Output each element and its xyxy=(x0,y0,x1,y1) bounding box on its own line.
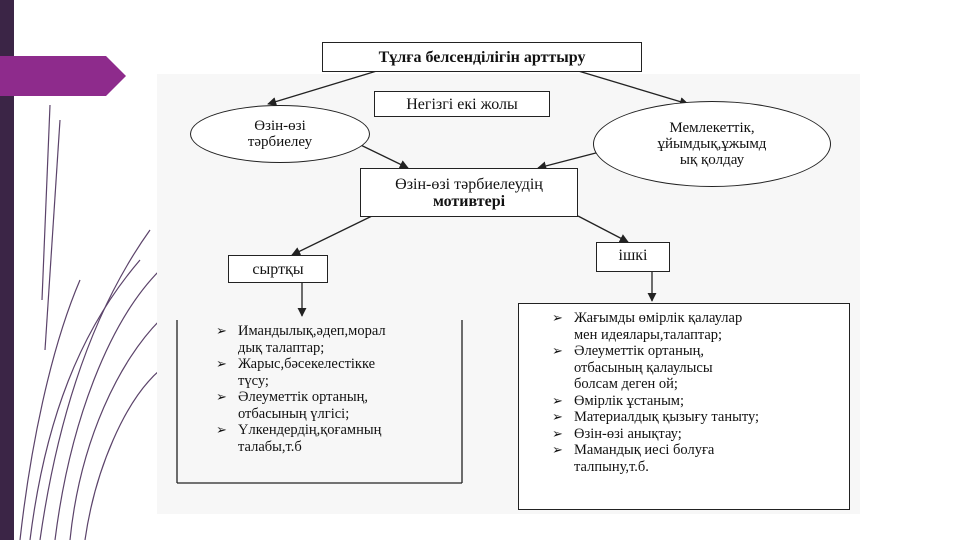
title-box: Тұлға белсенділігін арттыру xyxy=(322,42,642,72)
list-item: ➢Материалдық қызығу таныту; xyxy=(552,409,760,425)
motives-line1: Өзін-өзі тәрбиелеудің xyxy=(395,175,543,193)
bullet-arrow-icon: ➢ xyxy=(552,442,563,457)
bullet-arrow-icon: ➢ xyxy=(552,392,563,408)
list-item: ➢Өзін-өзі анықтау; xyxy=(552,425,682,442)
subtitle-text: Негізгі екі жолы xyxy=(406,95,518,113)
bullet-arrow-icon: ➢ xyxy=(216,356,227,371)
internal-motives-box xyxy=(518,303,850,510)
motives-box: Өзін-өзі тәрбиелеудің мотивтері xyxy=(360,168,578,217)
ellipse-right-line3: ық қолдау xyxy=(679,152,745,168)
sidebar-strip xyxy=(0,0,14,540)
internal-label: ішкі xyxy=(618,247,648,264)
ellipse-right-line2: ұйымдық,ұжымд xyxy=(657,136,767,152)
list-item: ➢Өмірлік ұстаным; xyxy=(552,392,685,409)
external-label-box: сыртқы xyxy=(228,255,328,283)
decorative-lines xyxy=(19,104,160,540)
bullet-arrow-icon: ➢ xyxy=(552,343,563,358)
self-education-ellipse: Өзін-өзі тәрбиелеу xyxy=(190,105,370,163)
accent-arrow-tab xyxy=(0,56,126,96)
internal-label-box: ішкі xyxy=(596,242,670,272)
ellipse-left-line2: тәрбиелеу xyxy=(247,134,313,150)
state-support-ellipse: Мемлекеттік, ұйымдық,ұжымд ық қолдау xyxy=(593,101,831,187)
subtitle-box: Негізгі екі жолы xyxy=(374,91,550,117)
bullet-arrow-icon: ➢ xyxy=(552,409,563,424)
external-label: сыртқы xyxy=(252,260,304,278)
title-text: Тұлға белсенділігін арттыру xyxy=(378,48,586,66)
bullet-arrow-icon: ➢ xyxy=(552,425,563,441)
bullet-arrow-icon: ➢ xyxy=(552,310,563,325)
bullet-arrow-icon: ➢ xyxy=(216,323,227,338)
bullet-arrow-icon: ➢ xyxy=(216,389,227,404)
bullet-arrow-icon: ➢ xyxy=(216,422,227,437)
motives-line2: мотивтері xyxy=(432,192,506,210)
ellipse-right-line1: Мемлекеттік, xyxy=(669,120,755,136)
ellipse-left-line1: Өзін-өзі xyxy=(254,118,306,134)
list-item: ➢Әлеуметтік ортаның,отбасының үлгісі; xyxy=(216,389,368,422)
